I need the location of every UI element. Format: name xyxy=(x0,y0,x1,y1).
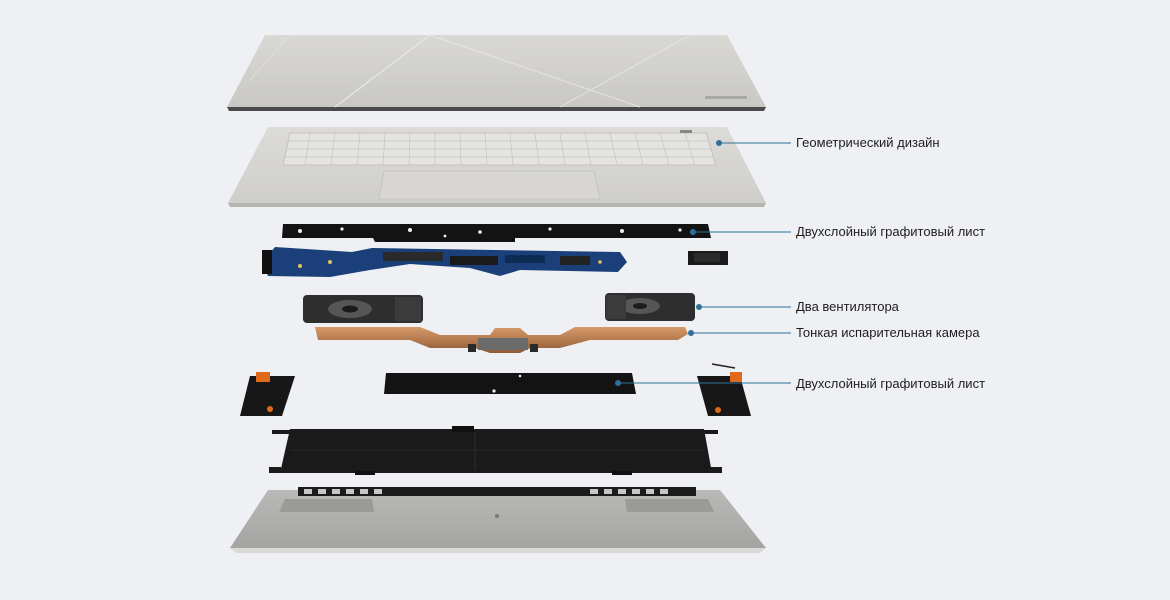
laptop-lid xyxy=(227,34,766,111)
callout-label-graphite-sheet-lower: Двухслойный графитовый лист xyxy=(796,376,986,391)
speaker-right xyxy=(697,363,751,416)
graphite-sheet-lower xyxy=(384,373,636,394)
callout-dot xyxy=(716,140,722,146)
callout-dot xyxy=(688,330,694,336)
motherboard xyxy=(262,247,728,277)
callout-label-vapor-chamber: Тонкая испарительная камера xyxy=(796,325,980,340)
battery xyxy=(269,426,722,475)
vapor-chamber xyxy=(315,327,688,353)
bottom-case xyxy=(230,487,766,553)
callout-dot xyxy=(696,304,702,310)
keyboard-deck xyxy=(228,127,766,207)
cooling-fans xyxy=(303,293,695,323)
callout-dot xyxy=(690,229,696,235)
callout-label-geometric-design: Геометрический дизайн xyxy=(796,135,940,150)
speaker-left xyxy=(240,372,295,416)
callout-dot xyxy=(615,380,621,386)
callout-label-graphite-sheet-upper: Двухслойный графитовый лист xyxy=(796,224,986,239)
callout-label-dual-fans: Два вентилятора xyxy=(796,299,899,314)
callout-lines xyxy=(615,140,791,386)
graphite-sheet-upper xyxy=(282,224,711,242)
